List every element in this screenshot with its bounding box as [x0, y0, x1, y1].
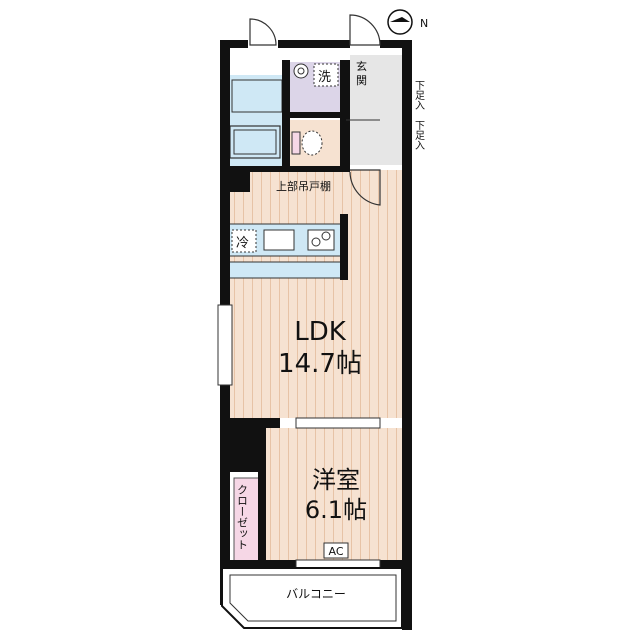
washbasin-icon — [293, 63, 309, 79]
washer-label: 洗 — [318, 70, 331, 85]
upper-cabinet-label: 上部吊戸棚 — [276, 179, 331, 193]
closet-label: クローゼット — [236, 484, 249, 550]
balcony-label: バルコニー — [286, 587, 346, 601]
kitchen-sink — [263, 229, 295, 251]
bathtub — [229, 125, 281, 159]
ac-label: AC — [328, 545, 343, 558]
front-door — [349, 14, 381, 46]
ac-box — [323, 542, 349, 559]
kitchen-stove — [307, 229, 335, 251]
compass: N — [387, 9, 428, 35]
fridge-label: 冷 — [236, 236, 249, 251]
entrance-label-1: 玄 — [356, 59, 367, 73]
ldk-floor — [228, 170, 404, 418]
kitchen-bar — [227, 261, 347, 279]
closet-floor — [233, 477, 261, 563]
fridge-space — [231, 229, 257, 253]
ldk-name: LDK — [294, 317, 347, 347]
washer-space — [313, 63, 339, 87]
compass-north-label: N — [420, 17, 428, 30]
entrance-label-2: 関 — [356, 74, 367, 87]
balcony — [221, 567, 403, 629]
toilet-icon — [301, 130, 323, 156]
footstool-label-1: 下足入 — [413, 80, 425, 110]
balcony-top-door — [249, 18, 277, 46]
footstool-label-2: 下足入 — [413, 120, 425, 150]
entrance-floor — [350, 55, 404, 165]
vanity — [231, 79, 283, 113]
western-room-size: 6.1帖 — [305, 496, 367, 524]
ldk-size: 14.7帖 — [278, 349, 362, 379]
western-room-name: 洋室 — [312, 466, 360, 494]
ldk-door — [349, 169, 381, 206]
